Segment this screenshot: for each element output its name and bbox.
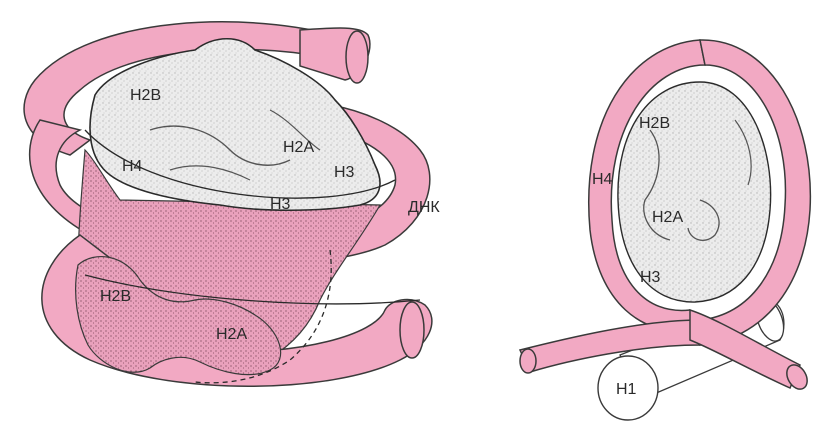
label-h3-right: H3: [334, 164, 355, 181]
dna-right-tail-left-cap: [520, 349, 536, 373]
label-h3-right-diagram: H3: [640, 269, 661, 286]
label-h4: H4: [122, 158, 143, 175]
label-dna: ДНК: [408, 199, 440, 216]
dna-top-end-cap: [346, 31, 368, 83]
label-h2a-lower: H2A: [216, 326, 247, 343]
left-nucleosome: H2B H4 H2A H3 H3 ДНК H2B H2A: [24, 22, 440, 386]
label-h1: H1: [616, 381, 637, 398]
label-h2b-right: H2B: [639, 115, 670, 132]
label-h2b-top: H2B: [130, 87, 161, 104]
right-nucleosome: H1 H2B H4 H2A H3: [520, 40, 811, 420]
label-h2a-top: H2A: [283, 139, 314, 156]
dna-lower-end-cap: [400, 302, 424, 358]
label-h2b-lower: H2B: [100, 288, 131, 305]
label-h2a-right: H2A: [652, 209, 683, 226]
label-h3-bottom: H3: [270, 196, 291, 213]
label-h4-right: H4: [592, 171, 613, 188]
